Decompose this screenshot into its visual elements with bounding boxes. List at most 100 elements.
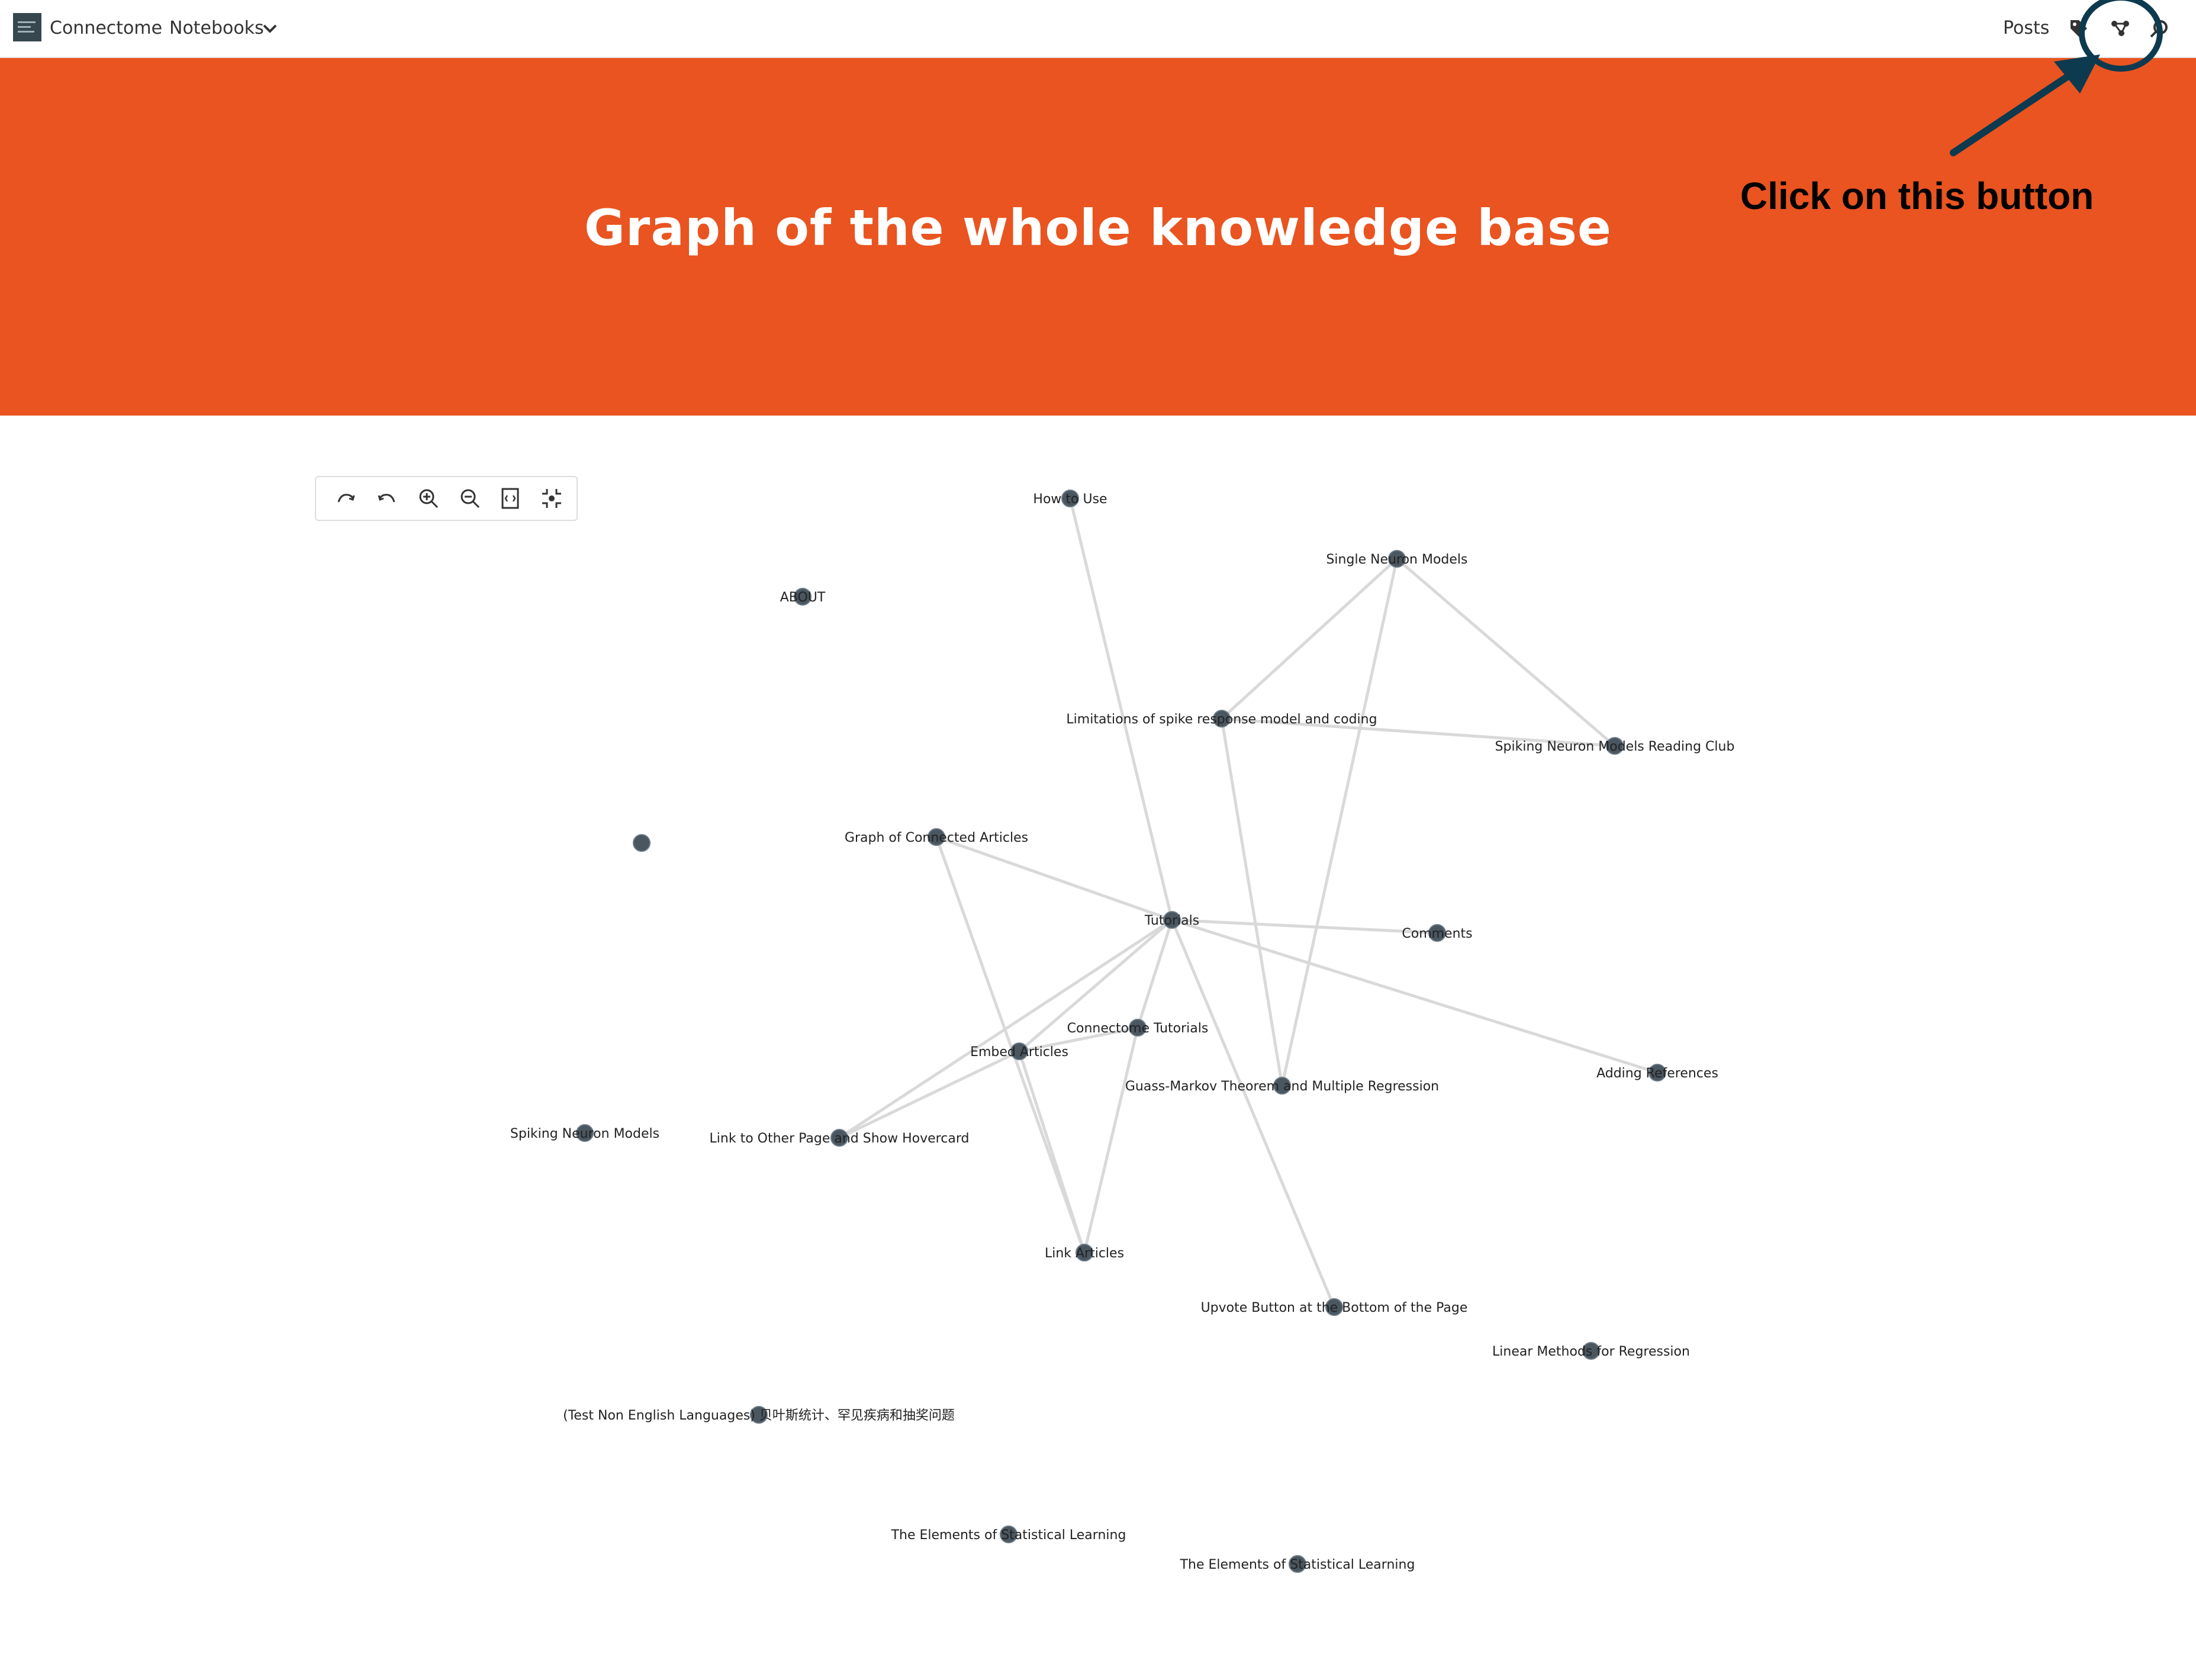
graph-node-label[interactable]: ABOUT: [780, 590, 826, 605]
chevron-down-icon[interactable]: [260, 19, 279, 38]
graph-node-label[interactable]: Comments: [1402, 926, 1472, 941]
graph-node-dot[interactable]: [1606, 737, 1624, 755]
graph-node-label[interactable]: Link Articles: [1045, 1246, 1124, 1261]
graph-edge: [1018, 919, 1173, 1053]
page-title: Graph of the whole knowledge base: [584, 199, 1612, 257]
graph-edge: [1221, 558, 1398, 720]
annotation-label: Click on this button: [1740, 175, 2094, 217]
center-icon[interactable]: [539, 485, 565, 511]
graph-node-elements-2[interactable]: The Elements of Statistical Learning: [1180, 1555, 1415, 1573]
graph-node-dot[interactable]: [794, 588, 812, 606]
graph-node-label[interactable]: The Elements of Statistical Learning: [891, 1528, 1126, 1543]
graph-node-label[interactable]: Embed Articles: [970, 1045, 1068, 1060]
graph-node-dot[interactable]: [1273, 1077, 1291, 1095]
graph-node-dot[interactable]: [1289, 1555, 1306, 1573]
graph-node-dot[interactable]: [1163, 911, 1181, 929]
graph-node-label[interactable]: Single Neuron Models: [1326, 552, 1467, 567]
graph-edge: [1171, 918, 1658, 1074]
graph-node-graph-connected[interactable]: Graph of Connected Articles: [845, 828, 1028, 846]
graph-node-tutorials[interactable]: Tutorials: [1144, 911, 1199, 929]
graph-node-link-other-page[interactable]: Link to Other Page and Show Hovercard: [710, 1129, 970, 1147]
graph-node-dot[interactable]: [1000, 1525, 1017, 1543]
graph-node-dot[interactable]: [928, 828, 945, 846]
graph-node-dot[interactable]: [1129, 1019, 1147, 1037]
graph-node-label[interactable]: Tutorials: [1144, 913, 1199, 928]
graph-edge: [1280, 558, 1399, 1086]
graph-node-spiking-neuron-models[interactable]: Spiking Neuron Models: [510, 1124, 659, 1142]
graph-node-spiking-reading-club[interactable]: Spiking Neuron Models Reading Club: [1495, 737, 1735, 755]
graph-edge: [1396, 558, 1616, 747]
graph-node-dot[interactable]: [633, 834, 651, 852]
graph-node-embed-articles[interactable]: Embed Articles: [970, 1042, 1068, 1060]
graph-node-label[interactable]: The Elements of Statistical Learning: [1180, 1557, 1415, 1572]
graph-node-single-neuron-models[interactable]: Single Neuron Models: [1326, 550, 1468, 568]
graph-node-label[interactable]: Link to Other Page and Show Hovercard: [710, 1131, 970, 1146]
graph-node-dot[interactable]: [1325, 1298, 1343, 1316]
graph-node-dot[interactable]: [1010, 1042, 1028, 1060]
graph-node-label[interactable]: Graph of Connected Articles: [845, 831, 1028, 845]
graph-toolbar: [315, 476, 578, 521]
hero-banner: Graph of the whole knowledge base Click …: [0, 58, 2196, 416]
graph-node-dot[interactable]: [830, 1129, 848, 1147]
graph-node-dot[interactable]: [1388, 550, 1406, 568]
graph-node-dot[interactable]: [1061, 490, 1079, 507]
graph-edge: [1068, 498, 1174, 921]
graph-edge: [838, 1050, 1020, 1140]
notebooks-menu[interactable]: Notebooks: [169, 18, 264, 38]
graph-node-connectome-tutorials[interactable]: Connectome Tutorials: [1067, 1019, 1209, 1037]
graph-edge: [1083, 1027, 1139, 1253]
graph-node-dot[interactable]: [1213, 710, 1231, 728]
graph-node-limitations[interactable]: Limitations of spike response model and …: [1066, 710, 1377, 728]
graph-edge: [935, 836, 1086, 1253]
graph-edge: [1017, 1051, 1086, 1253]
site-logo[interactable]: [13, 13, 41, 41]
graph-node-adding-references[interactable]: Adding References: [1596, 1064, 1718, 1082]
graph-edge: [1171, 918, 1438, 935]
graph-node-upvote-button[interactable]: Upvote Button at the Bottom of the Page: [1201, 1298, 1468, 1316]
graph-node-label[interactable]: Guass-Markov Theorem and Multiple Regres…: [1125, 1079, 1439, 1094]
graph-node-elements-1[interactable]: The Elements of Statistical Learning: [891, 1525, 1126, 1543]
graph-node-dot[interactable]: [1428, 924, 1446, 942]
graph-node-test-non-english[interactable]: (Test Non English Languages) 贝叶斯统计、罕见疾病和…: [563, 1406, 955, 1424]
graph-node-dot[interactable]: [1648, 1064, 1666, 1082]
graph-edge: [936, 835, 1173, 922]
graph-node-label[interactable]: Adding References: [1596, 1066, 1718, 1081]
zoom-in-icon[interactable]: [416, 485, 442, 511]
graph-edge: [1170, 919, 1336, 1308]
graph-node-label[interactable]: Connectome Tutorials: [1067, 1021, 1209, 1036]
graph-node-link-articles[interactable]: Link Articles: [1045, 1244, 1124, 1261]
graph-node-linear-methods[interactable]: Linear Methods for Regression: [1492, 1342, 1690, 1360]
graph-node-label[interactable]: How to Use: [1033, 492, 1107, 507]
graph-node-unlabeled[interactable]: [633, 834, 651, 852]
graph-node-label[interactable]: Linear Methods for Regression: [1492, 1344, 1690, 1359]
zoom-out-icon[interactable]: [457, 485, 483, 511]
graph-node-how-to-use[interactable]: How to Use: [1033, 490, 1107, 507]
undo-icon[interactable]: [374, 485, 400, 511]
graph-edge: [1221, 717, 1615, 748]
search-icon[interactable]: [2147, 17, 2171, 40]
graph-edge: [1136, 919, 1174, 1028]
graph-node-dot[interactable]: [1582, 1342, 1600, 1360]
fit-page-icon[interactable]: [497, 485, 523, 511]
graph-node-label[interactable]: Spiking Neuron Models: [510, 1127, 659, 1141]
graph-node-guass-markov[interactable]: Guass-Markov Theorem and Multiple Regres…: [1125, 1077, 1439, 1095]
graph-node-dot[interactable]: [576, 1124, 594, 1142]
graph-node-label[interactable]: (Test Non English Languages) 贝叶斯统计、罕见疾病和…: [563, 1408, 955, 1423]
graph-node-about[interactable]: ABOUT: [780, 588, 826, 606]
graph-node-dot[interactable]: [1076, 1244, 1093, 1261]
graph-icon[interactable]: [2108, 17, 2132, 40]
graph-node-label[interactable]: Spiking Neuron Models Reading Club: [1495, 739, 1735, 754]
graph-edge: [1220, 718, 1284, 1086]
graph-node-label[interactable]: Upvote Button at the Bottom of the Page: [1201, 1301, 1468, 1315]
graph-node-dot[interactable]: [750, 1406, 768, 1424]
top-navbar: Connectome Notebooks Posts: [0, 0, 2196, 58]
graph-node-label[interactable]: Limitations of spike response model and …: [1066, 712, 1377, 727]
graph-node-comments[interactable]: Comments: [1402, 924, 1473, 942]
tag-icon[interactable]: [2067, 17, 2091, 40]
redo-icon[interactable]: [333, 485, 359, 511]
posts-link[interactable]: Posts: [2003, 18, 2050, 38]
brand-link[interactable]: Connectome: [50, 18, 163, 38]
